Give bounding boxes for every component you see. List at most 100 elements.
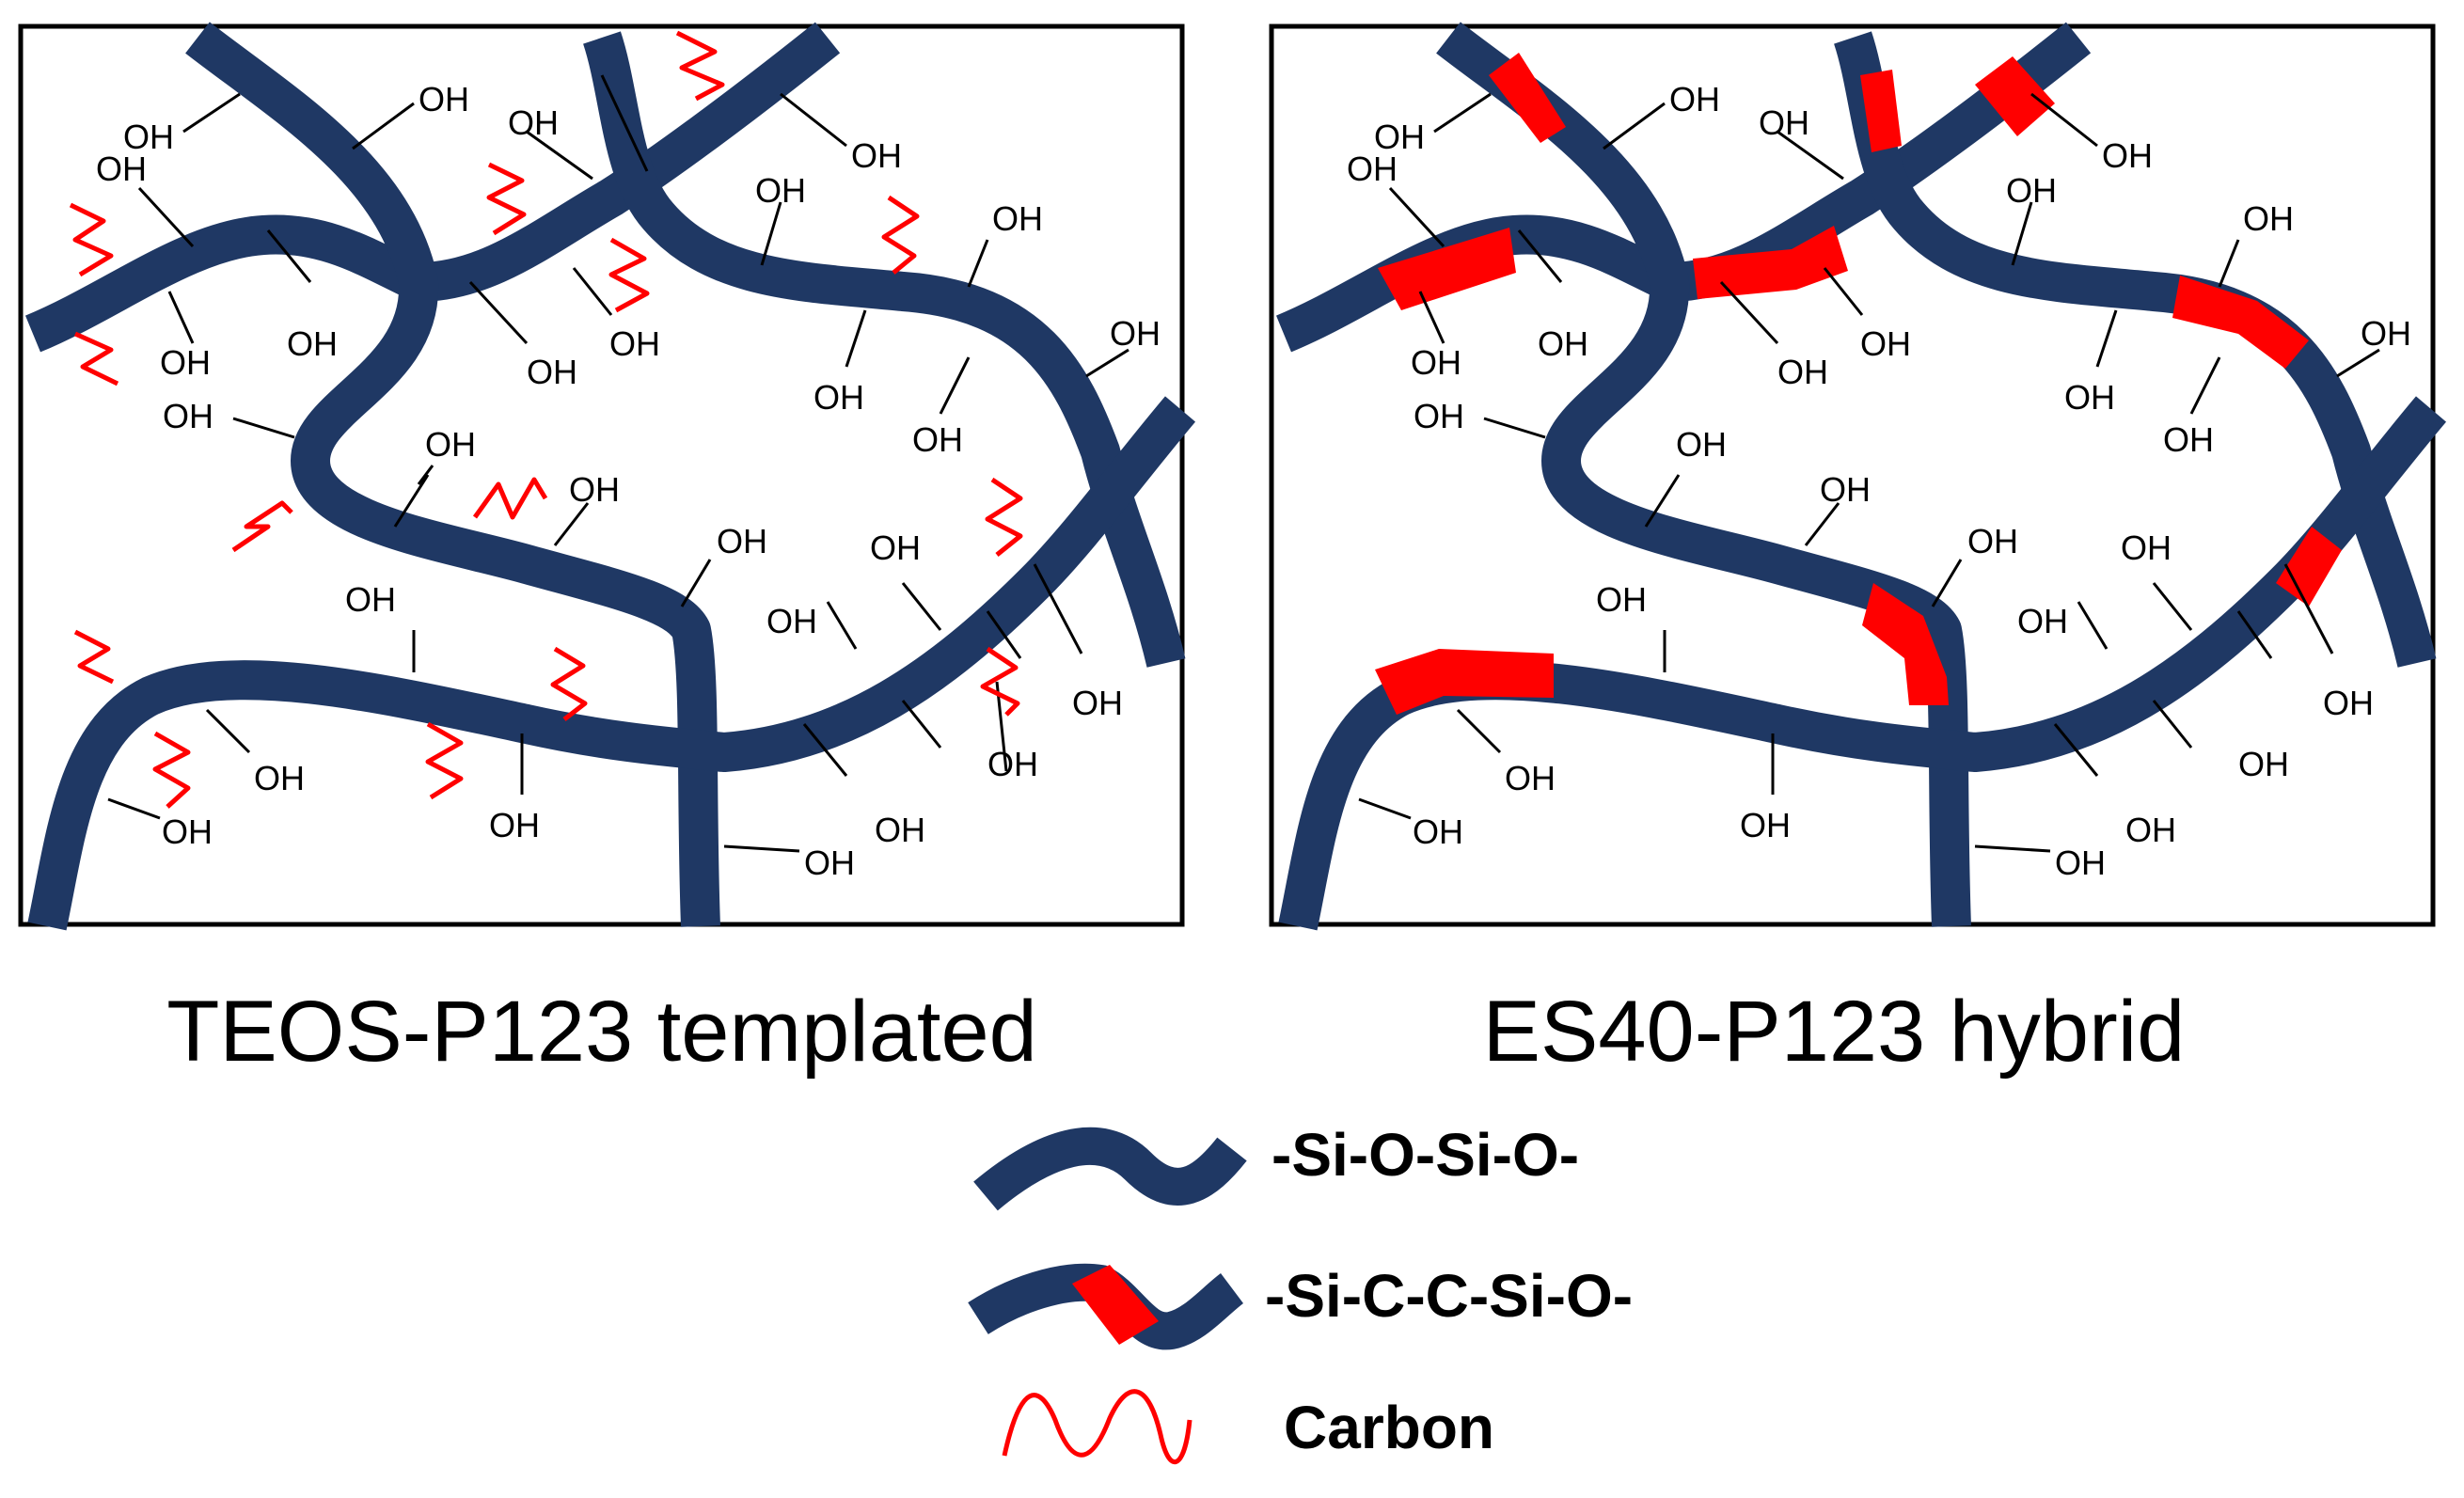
- oh-label: OH: [1669, 80, 1720, 118]
- legend-label: Carbon: [1284, 1394, 1494, 1461]
- silica-chain-top-left: [1436, 22, 1971, 927]
- oh-label: OH: [489, 806, 540, 844]
- carbon-zigzag-icon: [881, 195, 920, 275]
- si-c-c-si-segment: [1862, 583, 1949, 705]
- carbon-zigzag-icon: [425, 721, 464, 800]
- oh-label: OH: [766, 602, 817, 640]
- oh-label: OH: [2017, 602, 2068, 640]
- oh-label: OH: [2238, 745, 2289, 783]
- carbon-zigzag-icon: [472, 477, 548, 520]
- oh-label: OH: [2163, 420, 2214, 459]
- oh-label: OH: [287, 324, 338, 363]
- oh-label: OH: [527, 353, 577, 391]
- oh-label: OH: [609, 324, 660, 363]
- si-c-c-si-segment: [1378, 228, 1516, 310]
- oh-label: OH: [345, 580, 396, 619]
- panel-caption: ES40-P123 hybrid: [1483, 984, 2186, 1080]
- oh-label: OH: [1413, 812, 1463, 851]
- si-c-c-si-segment: [2276, 527, 2342, 607]
- oh-label: OH: [163, 397, 213, 435]
- oh-label: OH: [1505, 759, 1556, 797]
- oh-label: OH: [2006, 171, 2057, 210]
- oh-label: OH: [508, 103, 559, 142]
- oh-label: OH: [425, 425, 476, 464]
- oh-label: OH: [875, 811, 925, 849]
- carbon-zigzag-icon: [1002, 1389, 1193, 1464]
- hydroxyl-labels: OH OH OH OH OH OH OH OH OH OH OH OH OH O…: [96, 80, 1161, 882]
- carbon-zigzag-icon: [486, 162, 527, 236]
- oh-label: OH: [1414, 397, 1464, 435]
- oh-label: OH: [2323, 684, 2374, 722]
- oh-label: OH: [569, 470, 620, 509]
- oh-label: OH: [2125, 811, 2176, 849]
- carbon-zigzag-icon: [550, 646, 588, 721]
- oh-label: OH: [1820, 470, 1871, 509]
- oh-label: OH: [1347, 150, 1398, 188]
- carbon-zigzag-icon: [73, 331, 119, 386]
- carbon-zigzag-icon: [980, 646, 1020, 717]
- oh-label: OH: [419, 80, 469, 118]
- oh-label: OH: [2121, 528, 2172, 567]
- oh-label: OH: [1538, 324, 1588, 363]
- hydroxyl-bonds: [107, 74, 1129, 853]
- si-c-c-si-segment: [1975, 56, 2055, 136]
- carbon-zigzag-icon: [231, 500, 293, 553]
- hybrid-carbon-segment: [1072, 1265, 1159, 1345]
- panel-es40-p123: OH OH OH OH OH OH OH OH OH OH OH OH OH O…: [1269, 22, 2447, 1080]
- legend: -Si-O-Si-O- -Si-C-C-Si-O- Carbon: [968, 1121, 1633, 1464]
- carbon-zigzag-icon: [985, 477, 1023, 557]
- hybrid-carbon-segments: [1375, 53, 2342, 715]
- oh-label: OH: [1110, 314, 1161, 353]
- oh-label: OH: [2102, 136, 2153, 175]
- hydroxyl-labels: OH OH OH OH OH OH OH OH OH OH OH OH OH O…: [1347, 80, 2411, 882]
- legend-label: -Si-O-Si-O-: [1271, 1121, 1579, 1189]
- silica-chain-lower: [27, 396, 1196, 931]
- si-c-c-si-segment: [1860, 70, 1902, 152]
- silica-network: [24, 22, 1196, 931]
- panel-frame: [1269, 24, 2436, 927]
- oh-label: OH: [1967, 522, 2018, 560]
- panel-caption: TEOS-P123 templated: [166, 984, 1037, 1080]
- oh-label: OH: [1759, 103, 1809, 142]
- panel-teos-p123: OH OH OH OH OH OH OH OH OH OH OH OH OH O…: [18, 22, 1196, 1080]
- oh-label: OH: [2243, 199, 2294, 238]
- oh-label: OH: [2361, 314, 2411, 353]
- carbon-zigzag-icon: [73, 629, 115, 685]
- oh-label: OH: [813, 378, 864, 417]
- oh-label: OH: [717, 522, 767, 560]
- carbon-zigzag-icon: [152, 731, 191, 809]
- oh-label: OH: [2055, 844, 2106, 882]
- si-c-c-si-segment: [1375, 649, 1554, 715]
- si-c-c-si-segment: [1693, 226, 1848, 299]
- oh-label: OH: [162, 812, 213, 851]
- carbon-zigzag-icon: [69, 202, 114, 277]
- carbon-zigzag-icon: [675, 30, 725, 102]
- oh-label: OH: [1777, 353, 1828, 391]
- oh-label: OH: [851, 136, 902, 175]
- oh-label: OH: [755, 171, 806, 210]
- carbon-residues: [69, 30, 1023, 809]
- oh-label: OH: [992, 199, 1043, 238]
- oh-label: OH: [1860, 324, 1911, 363]
- carbon-zigzag-icon: [608, 237, 650, 313]
- oh-label: OH: [804, 844, 855, 882]
- legend-label: -Si-C-C-Si-O-: [1265, 1262, 1633, 1330]
- oh-label: OH: [1374, 118, 1425, 156]
- legend-item-hybrid: -Si-C-C-Si-O-: [968, 1262, 1633, 1350]
- si-c-c-si-segment: [1489, 53, 1566, 143]
- oh-label: OH: [870, 528, 921, 567]
- oh-label: OH: [1411, 343, 1461, 382]
- oh-label: OH: [254, 759, 305, 797]
- oh-label: OH: [123, 118, 174, 156]
- oh-label: OH: [1596, 580, 1647, 619]
- oh-label: OH: [2064, 378, 2115, 417]
- oh-label: OH: [96, 150, 147, 188]
- silica-chain-top-left: [185, 22, 720, 927]
- legend-item-carbon: Carbon: [1002, 1389, 1494, 1464]
- si-c-c-si-segment: [2172, 276, 2309, 369]
- silica-chain-icon: [973, 1127, 1247, 1211]
- oh-label: OH: [1740, 806, 1791, 844]
- oh-label: OH: [912, 420, 963, 459]
